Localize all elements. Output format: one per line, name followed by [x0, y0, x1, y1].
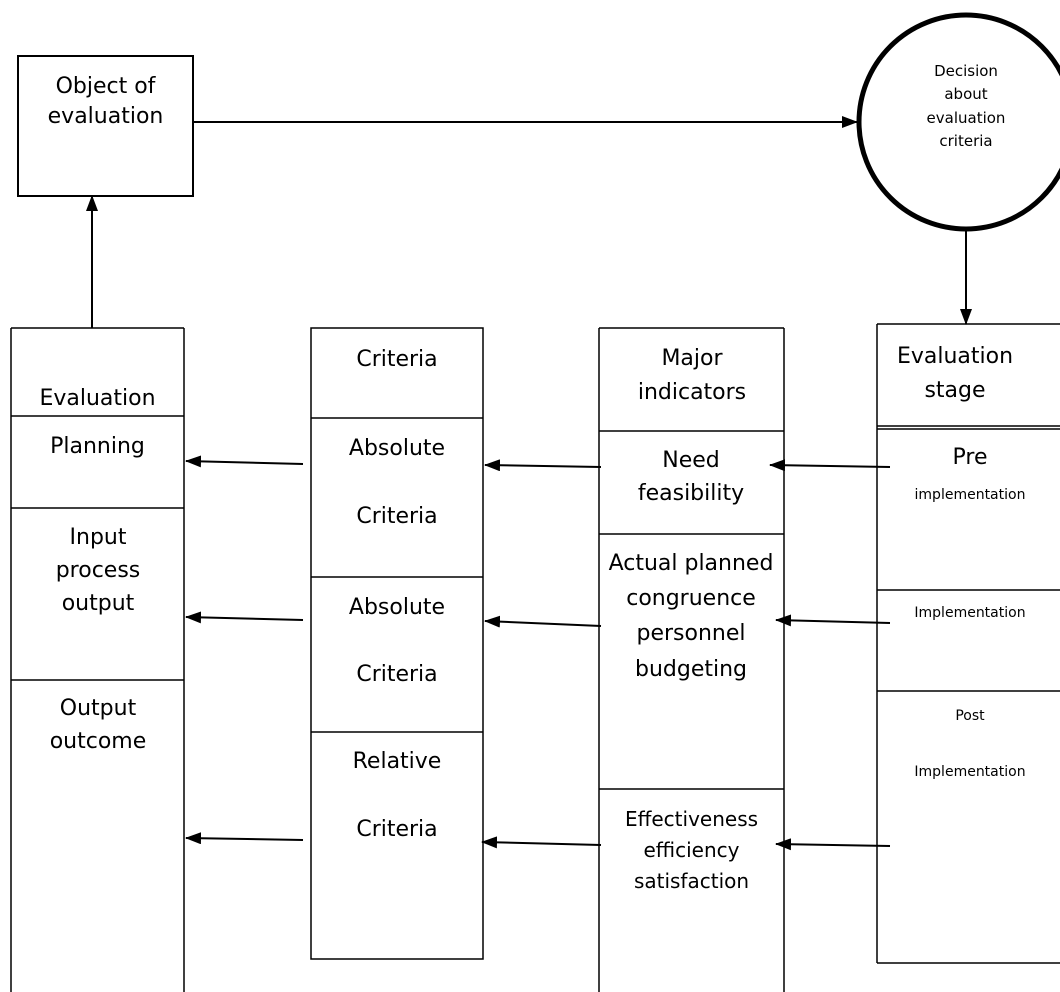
criteria-cell-1-word: Criteria: [356, 504, 438, 529]
arrow-criteria-2-to-evaluation: [185, 611, 304, 624]
stage-cell-pre-sub: implementation: [914, 487, 1026, 503]
criteria-cell-3-type: Relative: [352, 749, 442, 774]
evaluation-cell-output: Output outcome: [49, 696, 147, 754]
criteria-cell-1-type: Absolute: [348, 436, 446, 461]
arrow-criteria-3-to-evaluation: [185, 832, 304, 845]
criteria-header: Criteria: [356, 347, 438, 372]
indicators-cell-effectiveness: Effectiveness efficiency satisfaction: [624, 807, 759, 893]
arrow-stage-post-to-indicators: [775, 838, 891, 851]
flow-arrows: [185, 455, 891, 851]
evaluation-column: [10, 327, 185, 992]
decision-about-criteria-label: Decision about evaluation criteria: [926, 62, 1006, 150]
stage-header: Evaluation stage: [896, 344, 1014, 404]
evaluation-cell-input: Input process output: [55, 525, 141, 616]
criteria-cell-2-type: Absolute: [348, 595, 446, 620]
stage-column: [876, 323, 1060, 964]
criteria-cell-2-word: Criteria: [356, 662, 438, 687]
indicators-cell-need: Need feasibility: [637, 448, 745, 506]
indicators-cell-actual: Actual planned congruence personnel budg…: [608, 551, 774, 682]
stage-cell-implementation: Implementation: [914, 605, 1026, 621]
arrow-stage-pre-to-indicators: [769, 459, 891, 472]
criteria-cell-3-word: Criteria: [356, 817, 438, 842]
indicators-header: Major indicators: [637, 346, 747, 406]
object-of-evaluation-label: Object of evaluation: [47, 74, 164, 129]
object-of-evaluation-box: [17, 55, 194, 197]
evaluation-cell-planning: Planning: [50, 434, 145, 459]
stage-cell-pre: Pre: [952, 445, 988, 470]
arrow-criteria-1-to-evaluation: [185, 455, 304, 468]
stage-cell-post: Post: [955, 708, 985, 724]
criteria-column: [310, 327, 484, 960]
indicators-column: [598, 327, 785, 992]
arrow-indicators-need-to-criteria: [484, 459, 602, 472]
arrow-indicators-effect-to-criteria: [481, 836, 602, 849]
arrow-indicators-actual-to-criteria: [484, 615, 602, 628]
evaluation-header: Evaluation: [39, 386, 156, 411]
stage-cell-post-sub: Implementation: [914, 764, 1026, 780]
arrow-stage-impl-to-indicators: [775, 614, 891, 627]
decision-circle: [856, 12, 1060, 232]
